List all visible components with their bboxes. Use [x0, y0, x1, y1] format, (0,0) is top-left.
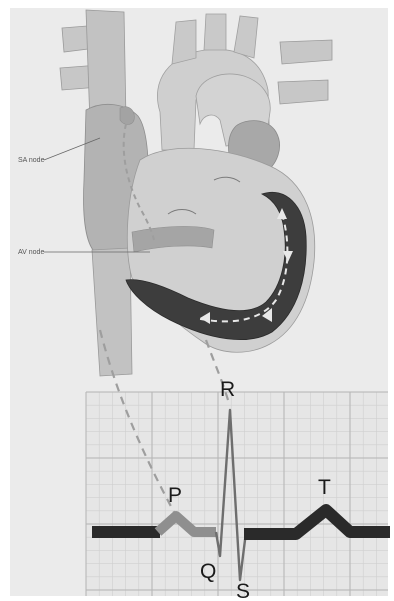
av-node-label: AV node	[18, 249, 44, 256]
pulmonary-artery-branch-lower	[278, 80, 328, 104]
q-wave-label: Q	[200, 560, 216, 583]
r-wave-label: R	[220, 378, 235, 401]
sa-node-label: SA node	[18, 157, 45, 164]
pulmonary-artery-branch-upper	[280, 40, 332, 64]
ecg-grid-background	[86, 392, 388, 596]
p-wave-label: P	[168, 484, 182, 507]
brachiocephalic-artery	[172, 20, 196, 64]
s-wave-label: S	[236, 580, 250, 601]
ecg-paper	[86, 392, 388, 596]
t-wave-label: T	[318, 476, 331, 499]
left-carotid-artery	[204, 14, 226, 50]
